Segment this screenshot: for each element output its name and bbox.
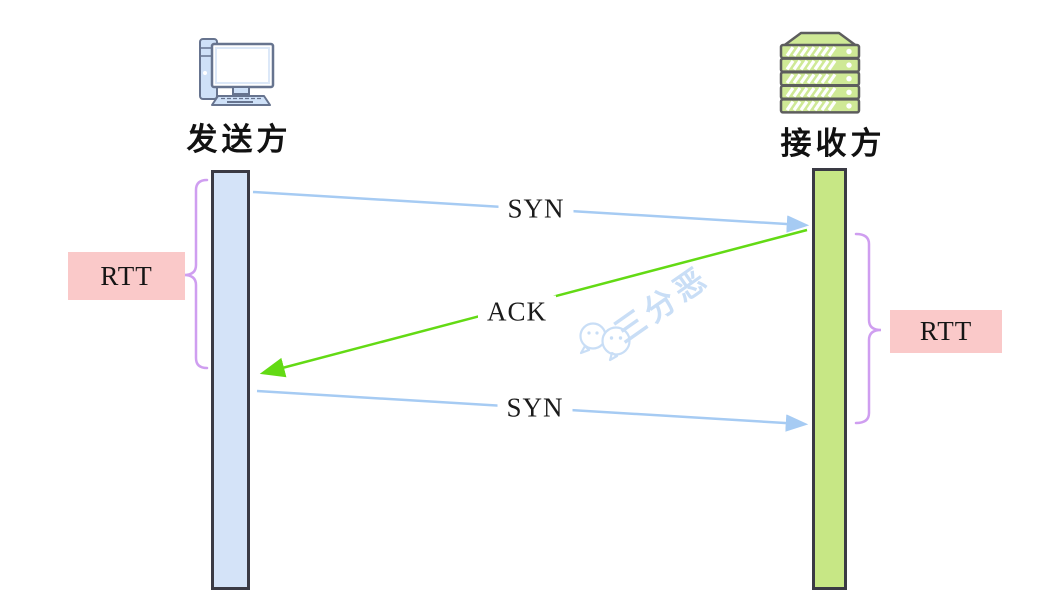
message-label-syn-2: SYN <box>497 391 573 425</box>
wechat-bubbles-icon <box>579 322 631 362</box>
rtt-brace-right <box>854 232 882 425</box>
message-label-syn-1: SYN <box>498 192 574 226</box>
watermark-text: 三分恶 <box>608 259 717 350</box>
sender-label: 发送方 <box>186 122 292 157</box>
wechat-bubble-eyes <box>587 331 623 340</box>
sender-lifeline-bar <box>211 170 250 590</box>
rtt-brace-left <box>183 178 209 370</box>
rtt-badge-right: RTT <box>890 310 1002 353</box>
computer-icon <box>197 35 275 107</box>
message-label-ack: ACK <box>477 295 557 329</box>
server-icon <box>778 30 862 115</box>
rtt-badge-left: RTT <box>68 252 185 300</box>
receiver-lifeline-bar <box>812 168 847 590</box>
watermark: 三分恶 <box>579 259 717 362</box>
receiver-label: 接收方 <box>780 126 886 161</box>
